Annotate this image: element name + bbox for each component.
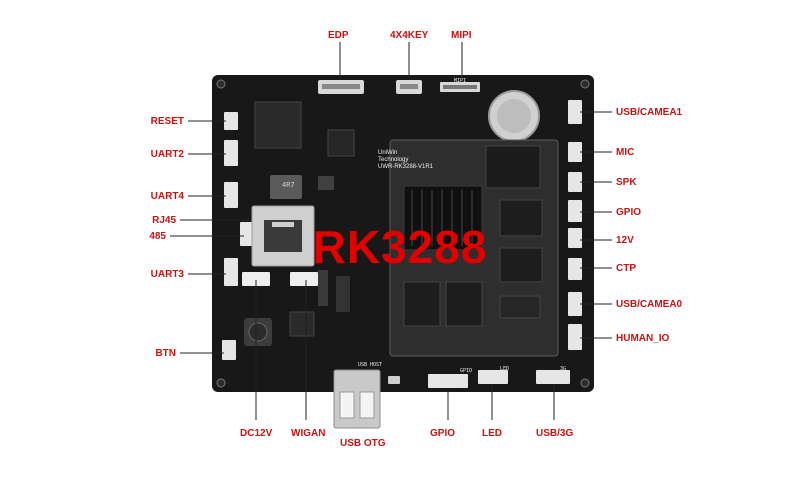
btn-connector (222, 340, 236, 360)
label-spk: SPK (616, 177, 637, 188)
label-dc12v: DC12V (240, 428, 273, 439)
label-wigan: WIGAN (291, 428, 326, 439)
label-uart3: UART3 (150, 269, 184, 280)
usb3g-connector (536, 370, 570, 384)
led-connector (478, 370, 508, 384)
label-gpio-right: GPIO (616, 207, 642, 218)
reset-connector (224, 112, 238, 130)
label-uart4: UART4 (150, 191, 184, 202)
chip-model-title: RK3288 (312, 221, 488, 273)
rs485-connector (240, 222, 252, 246)
label-led: LED (482, 428, 502, 439)
label-usb-otg: USB OTG (340, 438, 386, 449)
ic-chip (327, 129, 355, 157)
3g-silk: 3G (560, 366, 567, 372)
gpio-silk: GPIO (460, 368, 473, 374)
label-12v: 12V (616, 235, 634, 246)
wigan-connector (290, 272, 318, 286)
label-mic: MIC (616, 147, 635, 158)
label-rj45: RJ45 (152, 215, 176, 226)
mounting-hole (580, 378, 590, 388)
human-io-connector (568, 324, 582, 350)
spk-connector (568, 172, 582, 192)
usb-camea1-connector (568, 100, 582, 124)
mic-connector (568, 142, 582, 162)
uart3-connector (224, 258, 238, 286)
label-human-io: HUMAN_IO (616, 333, 670, 344)
inductor-marking: 4R7 (282, 181, 295, 189)
dc12v-connector (242, 272, 270, 286)
uart2-connector (224, 140, 238, 166)
label-usb-3g: USB/3G (536, 428, 574, 439)
mounting-hole (216, 79, 226, 89)
ram-chip (499, 247, 543, 283)
label-4x4key: 4X4KEY (390, 30, 429, 41)
ram-chip (403, 281, 441, 327)
gpio-bottom-connector (428, 374, 468, 388)
label-gpio-bottom: GPIO (430, 428, 456, 439)
brand-silkscreen: UniWin Technology UWR-RK3288-V1R1 (378, 150, 434, 170)
label-edp: EDP (328, 30, 349, 41)
mipi-silk: MIPI (454, 78, 467, 84)
12v-connector (568, 228, 582, 248)
label-reset: RESET (150, 116, 184, 127)
label-usb-camea1: USB/CAMEA1 (616, 107, 683, 118)
label-usb-camea0: USB/CAMEA0 (616, 299, 683, 310)
label-btn: BTN (155, 348, 176, 359)
gpio-right-connector (568, 200, 582, 222)
label-485: 485 (149, 231, 166, 242)
ic-chip (289, 311, 315, 337)
ic-chip (254, 101, 302, 149)
mounting-hole (216, 378, 226, 388)
label-uart2: UART2 (150, 149, 184, 160)
led-silk: LED (500, 366, 510, 372)
usb-host-silk: USB HOST (358, 362, 383, 368)
ctp-connector (568, 258, 582, 280)
mounting-hole (580, 79, 590, 89)
label-ctp: CTP (616, 263, 636, 274)
usb-camea0-connector (568, 292, 582, 316)
ram-chip (499, 199, 543, 237)
emmc-chip (485, 145, 541, 189)
uart4-connector (224, 182, 238, 208)
inductor (270, 175, 302, 199)
label-mipi: MIPI (451, 30, 472, 41)
ram-chip (445, 281, 483, 327)
micro-usb-port (388, 376, 400, 384)
